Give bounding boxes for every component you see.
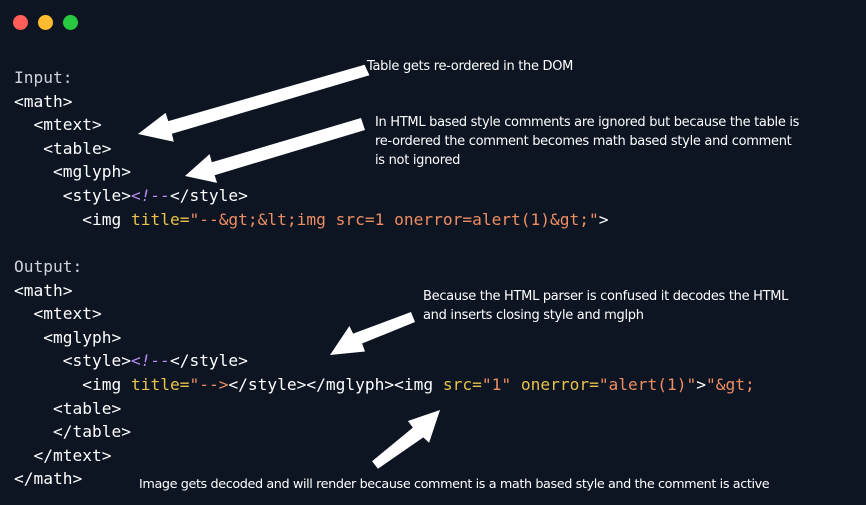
annotation-comment-explanation: In HTML based style comments are ignored…	[375, 113, 799, 170]
code-string: "1"	[481, 374, 512, 394]
code-token: >	[696, 374, 707, 394]
annotation-line: Because the HTML parser is confused it d…	[423, 289, 789, 304]
annotation-line: and inserts closing style and mglph	[423, 308, 644, 323]
annotation-line: is not ignored	[375, 153, 461, 168]
code-token: </style></mglyph>	[228, 374, 395, 394]
code-token: <style>	[62, 351, 131, 371]
code-token: <mglyph>	[52, 162, 131, 182]
code-token: <table>	[52, 398, 122, 418]
code-token: </style>	[169, 351, 248, 371]
code-string: "-->	[189, 374, 229, 394]
code-attribute: title=	[130, 374, 190, 394]
zoom-button[interactable]	[63, 15, 78, 30]
code-token: </math>	[14, 469, 83, 489]
code-token: </table>	[52, 422, 131, 442]
code-token: <img	[82, 209, 122, 229]
code-token: <img	[394, 374, 434, 394]
annotation-parser-confused: Because the HTML parser is confused it d…	[423, 287, 788, 325]
annotation-line: In HTML based style comments are ignored…	[375, 115, 800, 130]
annotation-image-decoded: Image gets decoded and will render becau…	[139, 477, 770, 492]
code-token: </style>	[169, 185, 248, 205]
output-label: Output:	[14, 257, 83, 276]
output-code-block: Output: <math> <mtext> <mglyph> <style><!…	[14, 255, 755, 491]
code-attribute: onerror=	[520, 374, 599, 394]
code-token: <mglyph>	[43, 327, 122, 347]
code-token: <math>	[14, 91, 73, 111]
annotation-table-reordered: Table gets re-ordered in the DOM	[367, 59, 574, 74]
close-button[interactable]	[13, 15, 28, 30]
annotation-line: re-ordered the comment becomes math base…	[375, 134, 792, 149]
code-string: "&gt;	[706, 374, 755, 394]
code-attribute: src=	[442, 374, 482, 394]
code-token: <math>	[14, 280, 73, 300]
code-token: >	[598, 209, 609, 229]
code-token: <img	[82, 374, 122, 394]
code-comment: <!--	[130, 185, 170, 205]
minimize-button[interactable]	[38, 15, 53, 30]
code-token: <mtext>	[33, 304, 102, 324]
code-token: <table>	[43, 138, 112, 158]
code-comment: <!--	[130, 351, 170, 371]
code-token: <mtext>	[33, 115, 102, 135]
code-token: <style>	[62, 185, 131, 205]
code-string: "--&gt;&lt;img src=1 onerror=alert(1)&gt…	[189, 209, 599, 229]
input-label: Input:	[14, 68, 73, 87]
code-string: "alert(1)"	[598, 374, 697, 394]
input-code-block: Input: <math> <mtext> <table> <mglyph> <s…	[14, 66, 609, 231]
code-token: </mtext>	[33, 445, 112, 465]
code-attribute: title=	[130, 209, 190, 229]
